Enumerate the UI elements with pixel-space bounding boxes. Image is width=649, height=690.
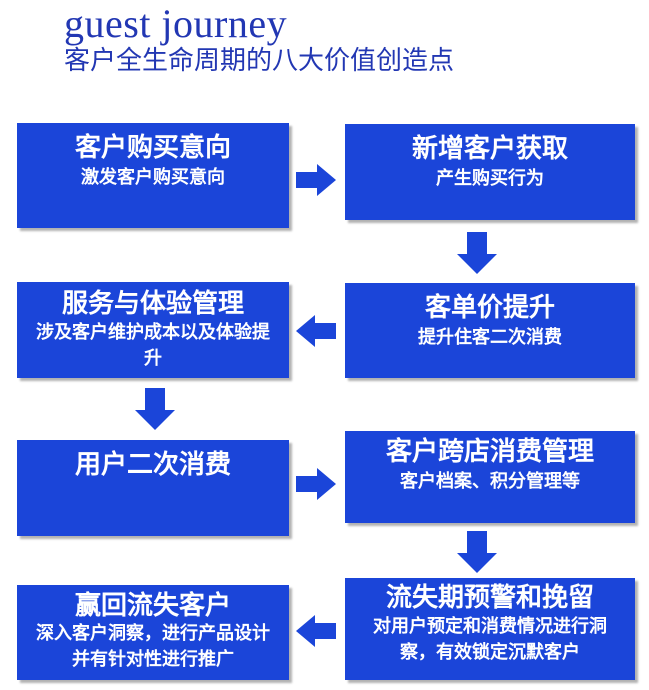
- step-cross-store-management: 客户跨店消费管理 客户档案、积分管理等: [345, 431, 635, 523]
- step-purchase-intent: 客户购买意向 激发客户购买意向: [17, 123, 289, 228]
- arrow-right-2: [296, 468, 336, 500]
- step-desc: 提升住客二次消费: [418, 327, 562, 348]
- step-desc: 涉及客户维护成本以及体验提升: [36, 322, 270, 369]
- step-desc: 深入客户洞察，进行产品设计并有针对性进行推广: [36, 623, 270, 670]
- step-title: 赢回流失客户: [74, 591, 231, 621]
- step-churn-warning: 流失期预警和挽留 对用户预定和消费情况进行洞察，有效锁定沉默客户: [345, 578, 635, 680]
- arrow-left-2: [296, 615, 336, 647]
- step-repeat-consumption: 用户二次消费: [17, 440, 289, 536]
- step-new-customer-acquisition: 新增客户获取 产生购买行为: [345, 124, 635, 220]
- step-title: 流失期预警和挽留: [385, 583, 594, 613]
- step-service-experience: 服务与体验管理 涉及客户维护成本以及体验提升: [17, 282, 289, 378]
- step-desc: 激发客户购买意向: [81, 167, 225, 188]
- step-title: 客户跨店消费管理: [385, 437, 594, 467]
- step-title: 客单价提升: [424, 293, 555, 323]
- step-title: 用户二次消费: [74, 450, 231, 480]
- step-desc: 对用户预定和消费情况进行洞察，有效锁定沉默客户: [373, 616, 607, 663]
- step-win-back: 赢回流失客户 深入客户洞察，进行产品设计并有针对性进行推广: [17, 585, 289, 680]
- step-desc: 产生购买行为: [436, 168, 544, 189]
- step-title: 新增客户获取: [411, 134, 568, 164]
- step-desc: 客户档案、积分管理等: [400, 471, 580, 492]
- arrow-down-2: [135, 388, 175, 430]
- arrow-down-1: [457, 232, 497, 274]
- arrow-right-1: [296, 164, 336, 196]
- step-title: 服务与体验管理: [61, 289, 244, 319]
- page-subtitle: 客户全生命周期的八大价值创造点: [64, 46, 455, 76]
- arrow-down-3: [457, 531, 497, 573]
- arrow-left-1: [296, 315, 336, 347]
- page-title: guest journey: [64, 1, 288, 46]
- step-title: 客户购买意向: [74, 133, 231, 163]
- step-average-spend-increase: 客单价提升 提升住客二次消费: [345, 283, 635, 378]
